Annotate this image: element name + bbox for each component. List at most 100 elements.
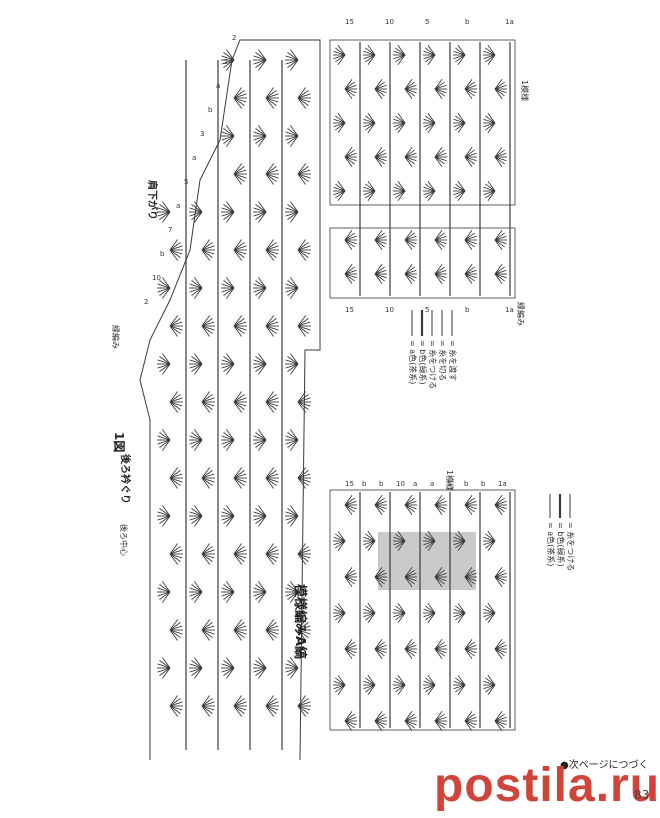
fig1-fan-motif — [297, 467, 311, 489]
pattern-row-number: 15 — [345, 480, 354, 488]
pattern-a-fan-motif — [404, 711, 417, 731]
chart-b-fan-motif — [423, 113, 436, 133]
pattern-a-fan-motif — [423, 531, 436, 551]
fig1-fan-motif — [157, 581, 171, 603]
pattern-a-fan-motif — [404, 495, 417, 515]
fig1-mark: 2 — [144, 298, 148, 306]
chart-b-fan-motif — [434, 79, 447, 99]
fig1-fan-motif — [201, 391, 215, 413]
pattern-a-fan-motif — [464, 567, 477, 587]
fig1-fan-motif — [221, 581, 235, 603]
chart-b-fan-motif — [483, 181, 496, 201]
chart-b-fan-motif — [393, 113, 406, 133]
pattern-a-fan-motif — [374, 639, 387, 659]
fig1-fan-motif — [285, 505, 299, 527]
pattern-a-fan-motif — [483, 675, 496, 695]
brand-watermark: postila.ru — [434, 759, 660, 812]
pattern-a-fan-motif — [453, 531, 466, 551]
fig1-fan-motif — [297, 619, 311, 641]
pattern-a-fan-motif — [434, 567, 447, 587]
chart-b-fan-motif — [393, 181, 406, 201]
pattern-a-fan-motif — [494, 495, 507, 515]
bottom-row-number: 15 — [345, 306, 354, 314]
bottom-row-number: 5 — [425, 306, 429, 314]
fig1-fan-motif — [169, 239, 183, 261]
chart-b-fan-motif — [453, 113, 466, 133]
fig1-fan-motif — [201, 695, 215, 717]
pattern-row-number: a — [413, 480, 417, 488]
pattern-a-fan-motif — [393, 675, 406, 695]
chart-b-fan-motif — [333, 113, 346, 133]
fig1-fan-motif — [157, 353, 171, 375]
fig1-fan-motif — [253, 429, 267, 451]
pattern-a-fan-motif — [363, 675, 376, 695]
pattern-row-number: b — [379, 480, 384, 488]
fig1-mark: b — [208, 106, 213, 114]
fig1-fan-motif — [157, 657, 171, 679]
fig1-mark: 7 — [168, 226, 172, 234]
chart-b-fan-motif — [404, 264, 417, 284]
top-row-number: 5 — [425, 18, 429, 26]
pattern-a-fan-motif — [344, 567, 357, 587]
chart-b-frame-bottom — [329, 227, 516, 299]
fig1-fan-motif — [265, 467, 279, 489]
legend-green-text: = b色(緑系) — [418, 340, 427, 385]
fig1-mark: 24 — [224, 58, 233, 66]
chart-b-fan-motif — [344, 230, 357, 250]
bottom-row-number: 10 — [385, 306, 394, 314]
chart-b-fan-motif — [434, 147, 447, 167]
pattern-a-fan-motif — [453, 675, 466, 695]
fig1-fan-motif — [265, 163, 279, 185]
fig1-mark: 10 — [152, 274, 161, 282]
page-number: 83 — [634, 788, 650, 802]
chart-b-fan-motif — [344, 264, 357, 284]
chart-b-fan-motif — [374, 147, 387, 167]
pattern-a-title: 模様編みA縞 — [292, 584, 307, 660]
chart-b-fan-motif — [453, 45, 466, 65]
chart-b-fan-motif — [494, 230, 507, 250]
top-row-number: 15 — [345, 18, 354, 26]
fig1-fan-motif — [253, 353, 267, 375]
fig1-fan-motif — [233, 543, 247, 565]
fig1-outline — [139, 39, 321, 761]
fig1-fan-motif — [169, 695, 183, 717]
fig1-fan-motif — [221, 49, 235, 71]
pattern-a-fan-motif — [363, 603, 376, 623]
pattern-a-fan-motif — [333, 675, 346, 695]
pattern-a-fan-motif — [483, 531, 496, 551]
fig1-mark: 3 — [200, 130, 204, 138]
fig1-fan-motif — [221, 505, 235, 527]
fig1-fan-motif — [169, 619, 183, 641]
pattern-a-fan-motif — [374, 495, 387, 515]
pattern-a-fan-motif — [434, 495, 447, 515]
pattern-row-number: b — [362, 480, 367, 488]
shoulder-drop-label: 肩下がり — [146, 180, 157, 220]
chart-b-fan-motif — [423, 45, 436, 65]
fig1-fan-motif — [297, 163, 311, 185]
fig1-fan-motif — [233, 391, 247, 413]
pattern-a-fan-motif — [363, 531, 376, 551]
fig1-fan-motif — [189, 277, 203, 299]
pattern-a-fan-motif — [404, 567, 417, 587]
fig1-fan-motif — [265, 315, 279, 337]
legend-brown-text: = a色(茶系) — [408, 340, 417, 385]
pattern-a-fan-motif — [344, 639, 357, 659]
pattern-a-frame — [329, 489, 516, 731]
chart-b-fan-motif — [464, 79, 477, 99]
chart-b-fan-motif — [483, 45, 496, 65]
pattern-a-fan-motif — [393, 531, 406, 551]
chart-b-fan-motif — [464, 147, 477, 167]
legend2-attach: = 糸をつける — [565, 522, 576, 571]
pattern-a-fan-motif — [434, 711, 447, 731]
fig1-fan-motif — [285, 201, 299, 223]
chart-b-fan-motif — [333, 181, 346, 201]
chart-b-fan-motif — [494, 79, 507, 99]
pattern-a-fan-motif — [494, 711, 507, 731]
fig1-fan-motif — [297, 695, 311, 717]
chart-b-fan-motif — [404, 230, 417, 250]
fig1-fan-motif — [285, 277, 299, 299]
fig1-title: 1図 — [112, 432, 126, 453]
fig1-fan-motif — [189, 353, 203, 375]
fig1-fan-motif — [189, 581, 203, 603]
